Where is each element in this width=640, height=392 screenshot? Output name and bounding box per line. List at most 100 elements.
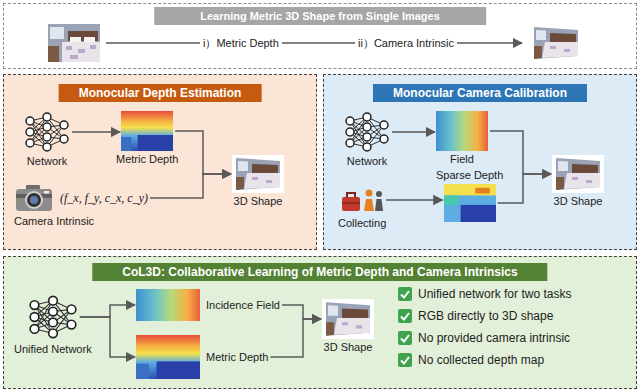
node-caption: 3D Shape bbox=[324, 341, 373, 354]
image-node: Metric Depth bbox=[116, 111, 178, 166]
picture bbox=[28, 293, 78, 341]
picture-svg bbox=[136, 289, 200, 321]
text-label: ii）Camera Intrinsic bbox=[355, 36, 457, 50]
picture-use bbox=[136, 289, 200, 321]
picture-use bbox=[16, 185, 52, 211]
calibration-panel-fill bbox=[323, 74, 637, 250]
text-label: i）Metric Depth bbox=[200, 36, 282, 50]
image-node: Network bbox=[344, 111, 390, 168]
node-caption: Network bbox=[347, 155, 387, 168]
picture bbox=[121, 111, 173, 151]
connector-arrow bbox=[80, 305, 135, 317]
connector-arrow bbox=[386, 199, 442, 201]
image-node: 3D Shape bbox=[322, 299, 374, 354]
node-caption: Sparse Depth bbox=[436, 169, 503, 182]
picture-use bbox=[342, 190, 383, 212]
picture bbox=[24, 111, 70, 153]
text-label: No collected depth map bbox=[418, 352, 544, 368]
panel-box: Monocular Depth EstimationNetwork Metric … bbox=[3, 74, 317, 250]
node-caption: Collecting bbox=[338, 217, 386, 230]
check-icon bbox=[398, 331, 412, 345]
picture-svg bbox=[444, 184, 496, 222]
image-node: 3D Shape bbox=[552, 155, 604, 208]
picture bbox=[14, 183, 54, 213]
image-node: Incidence Field bbox=[136, 289, 280, 321]
intrinsic-tuple: (f_x, f_y, c_x, c_y) bbox=[60, 191, 148, 206]
image-node: Metric Depth bbox=[136, 335, 268, 379]
connector-arrow bbox=[282, 305, 321, 319]
picture bbox=[322, 299, 374, 339]
picture-svg bbox=[28, 293, 78, 341]
picture bbox=[340, 185, 384, 215]
picture-use bbox=[346, 113, 388, 151]
text-label: Unified network for two tasks bbox=[418, 286, 571, 302]
top-panel-fill bbox=[3, 3, 637, 69]
check-icon bbox=[398, 353, 412, 367]
picture bbox=[232, 155, 284, 193]
picture-svg bbox=[322, 299, 374, 339]
picture-svg bbox=[232, 155, 284, 193]
picture bbox=[552, 155, 604, 193]
node-caption: Field bbox=[450, 153, 474, 166]
picture bbox=[136, 289, 200, 321]
camera-node: (f_x, f_y, c_x, c_y)Camera Intrinsic bbox=[14, 183, 148, 228]
picture-svg bbox=[24, 111, 70, 153]
node-caption: Metric Depth bbox=[206, 351, 268, 364]
image-node: Network bbox=[24, 111, 70, 168]
picture-use bbox=[552, 155, 604, 193]
task-arrow bbox=[106, 42, 522, 44]
node-caption: Metric Depth bbox=[116, 153, 178, 166]
node-caption: Unified Network bbox=[14, 343, 92, 356]
connector-arrow bbox=[498, 174, 551, 203]
connector-arrow bbox=[270, 319, 321, 357]
image-node: Field bbox=[436, 111, 488, 166]
image-node: Unified Network bbox=[14, 293, 92, 356]
picture-svg bbox=[436, 111, 488, 151]
panel-box: Monocular Camera CalibrationNetworkField… bbox=[323, 74, 637, 250]
image-node: Sparse Depth bbox=[436, 169, 503, 222]
connector-arrow bbox=[150, 174, 231, 198]
input-image bbox=[48, 24, 100, 62]
panel-heading: CoL3D: Collaborative Learning of Metric … bbox=[92, 263, 547, 281]
picture-svg bbox=[121, 111, 173, 151]
connector-arrow bbox=[72, 131, 120, 133]
panel-heading: Monocular Depth Estimation bbox=[59, 84, 262, 102]
picture bbox=[436, 111, 488, 151]
node-caption: 3D Shape bbox=[234, 195, 283, 208]
picture-use bbox=[136, 335, 200, 379]
picture-svg bbox=[340, 185, 384, 215]
picture-use bbox=[26, 113, 68, 151]
picture-use bbox=[121, 111, 173, 151]
picture-use bbox=[444, 184, 496, 222]
node-caption: Network bbox=[27, 155, 67, 168]
connector-arrow bbox=[175, 131, 231, 174]
picture-use bbox=[322, 299, 374, 339]
check-icon bbox=[398, 309, 412, 323]
picture-svg bbox=[552, 155, 604, 193]
picture-use bbox=[436, 111, 488, 151]
picture-use bbox=[232, 155, 284, 193]
check-icon bbox=[398, 287, 412, 301]
picture-svg bbox=[14, 183, 54, 213]
picture bbox=[136, 335, 200, 379]
picture-use bbox=[30, 296, 76, 337]
picture bbox=[344, 111, 390, 153]
camera-row: (f_x, f_y, c_x, c_y) bbox=[14, 183, 148, 213]
picture bbox=[444, 184, 496, 222]
picture-svg bbox=[344, 111, 390, 153]
connector-arrow bbox=[392, 131, 435, 133]
output-shape bbox=[530, 24, 582, 62]
image-node: Collecting bbox=[338, 185, 386, 230]
text-label: RGB directly to 3D shape bbox=[418, 308, 553, 324]
panel-box: Learning Metric 3D Shape from Single Ima… bbox=[3, 3, 637, 69]
connector-arrow bbox=[490, 131, 551, 174]
picture-svg bbox=[136, 335, 200, 379]
image-node: 3D Shape bbox=[232, 155, 284, 208]
col3d-panel-fill bbox=[3, 256, 637, 389]
node-caption: Incidence Field bbox=[206, 299, 280, 312]
text-label: No provided camera intrinsic bbox=[418, 330, 570, 346]
depth-panel-fill bbox=[3, 74, 317, 250]
panel-heading: Learning Metric 3D Shape from Single Ima… bbox=[154, 7, 486, 25]
node-caption: 3D Shape bbox=[554, 195, 603, 208]
